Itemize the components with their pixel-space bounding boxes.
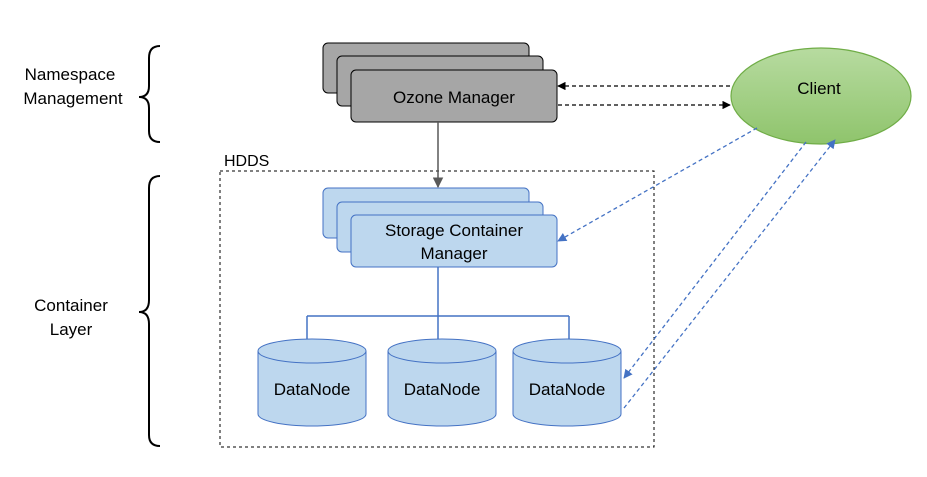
namespace-label-line1: Namespace: [25, 65, 116, 84]
scm-front-box: [350, 214, 558, 268]
hdds-label: HDDS: [224, 153, 269, 170]
datanode-2: DataNode: [387, 338, 497, 427]
ozone-manager-label: Ozone Manager: [393, 88, 515, 107]
datanode-2-label: DataNode: [404, 380, 481, 399]
datanode-3: DataNode: [512, 338, 622, 427]
datanode-1-body: [257, 351, 367, 427]
client-label: Client: [797, 79, 841, 98]
client-om-connectors: [557, 81, 731, 110]
client-to-datanode-arrow: [623, 141, 807, 379]
client-hdds-connectors: [557, 127, 836, 409]
datanode-1-top: [257, 338, 367, 364]
datanode-1: DataNode: [257, 338, 367, 427]
hdds-boundary: [219, 170, 655, 448]
scm-stack: Storage Container Manager: [322, 187, 558, 268]
container-label-line2: Layer: [50, 320, 93, 339]
datanode-2-body: [387, 351, 497, 427]
datanode-1-label: DataNode: [274, 380, 351, 399]
container-bracket: [138, 175, 161, 447]
scm-label-line2: Manager: [420, 244, 487, 263]
datanode-3-body: [512, 351, 622, 427]
datanode-2-top: [387, 338, 497, 364]
namespace-bracket: [138, 45, 161, 143]
datanode-3-label: DataNode: [529, 380, 606, 399]
ozone-manager-front-box: [350, 69, 558, 123]
container-label-line1: Container: [34, 296, 108, 315]
datanode-3-top: [512, 338, 622, 364]
client-ellipse: [730, 47, 912, 145]
ozone-manager-stack: Ozone Manager: [322, 42, 558, 123]
datanode-to-client-arrow: [623, 139, 836, 409]
scm-label-line1: Storage Container: [385, 221, 523, 240]
client-node: Client: [730, 47, 912, 145]
namespace-label-line2: Management: [23, 89, 123, 108]
scm-to-datanode-connectors: [301, 267, 575, 353]
client-to-scm-arrow: [557, 127, 758, 242]
